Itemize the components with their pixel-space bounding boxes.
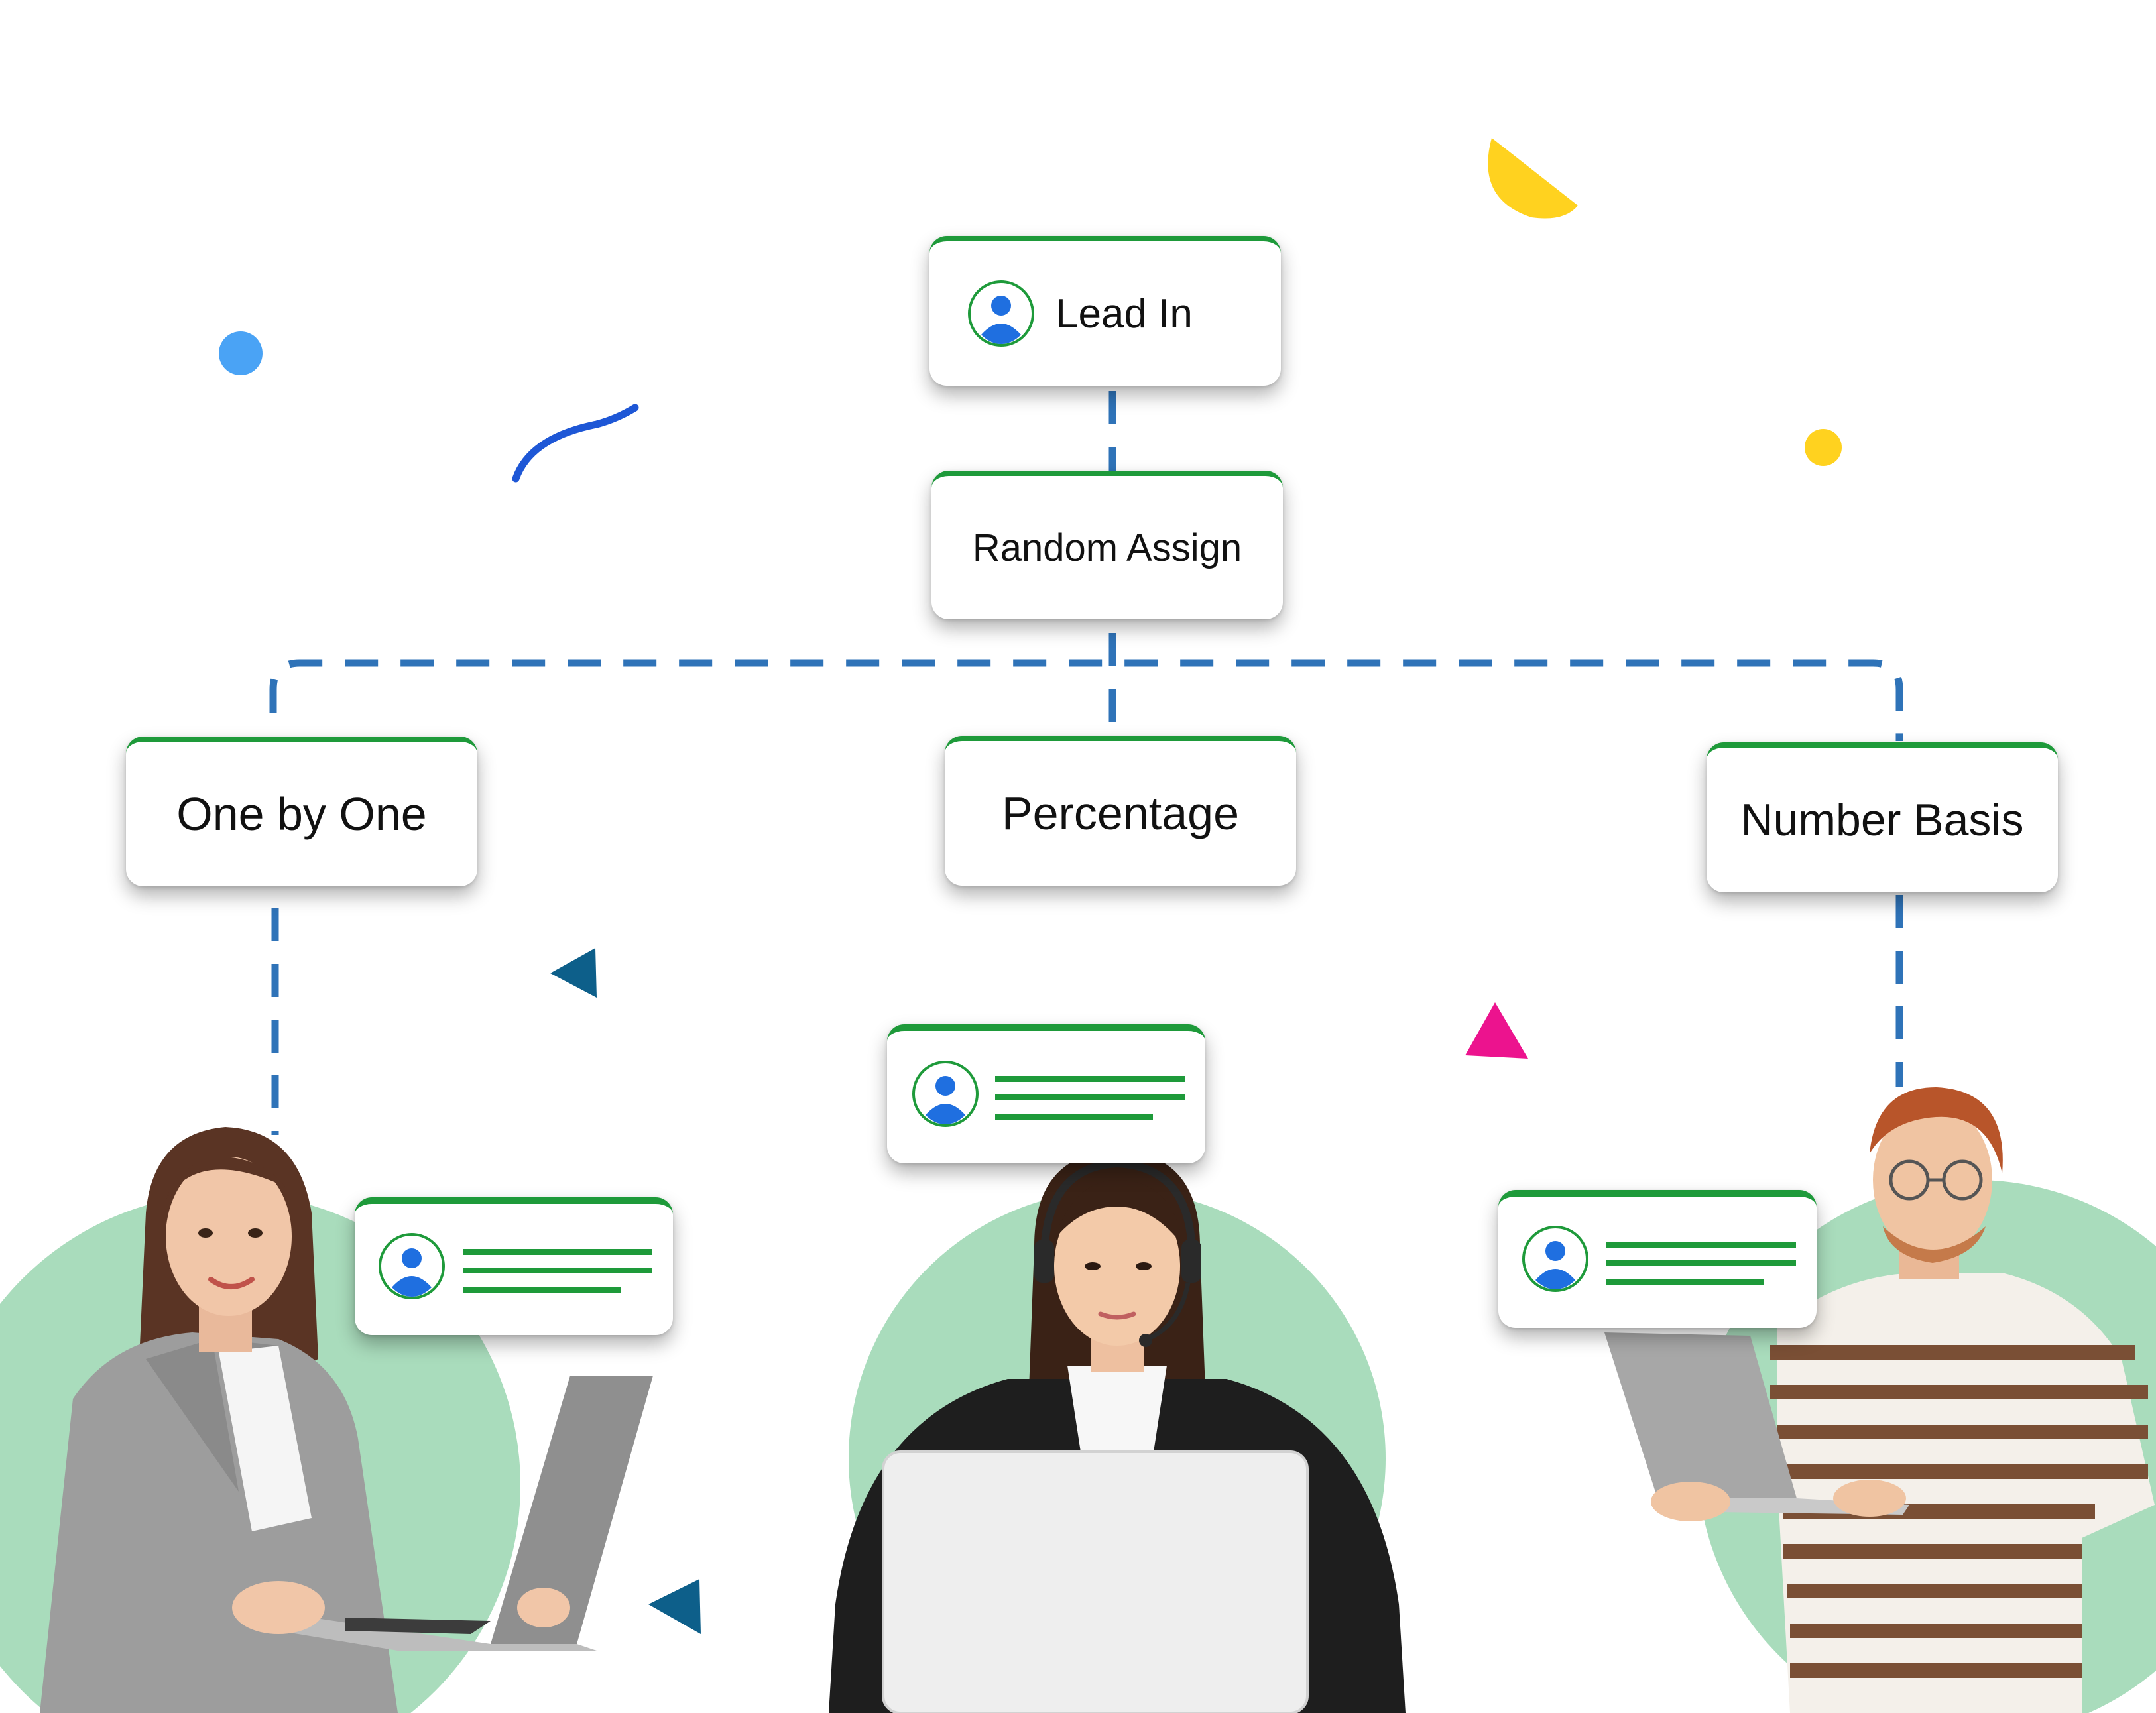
text-line: [1606, 1260, 1796, 1266]
decor-yellow-wedge: [1488, 138, 1578, 219]
node-percentage: Percentage: [945, 736, 1296, 886]
node-label: Random Assign: [972, 526, 1242, 569]
text-line: [463, 1249, 652, 1255]
text-line: [1606, 1242, 1796, 1248]
node-number-basis: Number Basis: [1707, 742, 2058, 892]
decor-blue-dot: [219, 331, 263, 375]
node-random-assign: Random Assign: [931, 471, 1283, 619]
connector-horizontal-bus: [269, 659, 1903, 741]
decor-yellow-dot: [1805, 429, 1842, 466]
text-line: [463, 1287, 621, 1293]
node-label: Percentage: [1001, 788, 1240, 839]
lead-card-woman: [355, 1197, 673, 1335]
text-line: [463, 1268, 652, 1273]
lead-card-man: [1498, 1190, 1817, 1328]
decor-navy-triangle-2: [648, 1579, 701, 1634]
user-avatar-icon: [379, 1233, 445, 1299]
agent-with-headset: [829, 1150, 1406, 1713]
decor-blue-swoosh: [512, 404, 639, 483]
text-line: [995, 1114, 1153, 1120]
decor-pink-triangle: [1465, 1002, 1528, 1059]
text-line: [1606, 1279, 1764, 1285]
man-with-laptop: [1604, 1087, 2156, 1713]
node-label: Number Basis: [1740, 795, 2024, 845]
user-avatar-icon: [912, 1061, 979, 1127]
node-label: One by One: [176, 788, 427, 840]
node-lead-in: Lead In: [929, 236, 1281, 386]
node-label: Lead In: [1055, 290, 1193, 337]
text-line: [995, 1076, 1185, 1082]
user-avatar-icon: [1522, 1226, 1588, 1292]
text-line: [995, 1094, 1185, 1100]
user-avatar-icon: [968, 280, 1034, 347]
lead-card-agent: [887, 1024, 1205, 1163]
node-one-by-one: One by One: [126, 737, 477, 886]
decor-navy-triangle-1: [550, 948, 597, 998]
